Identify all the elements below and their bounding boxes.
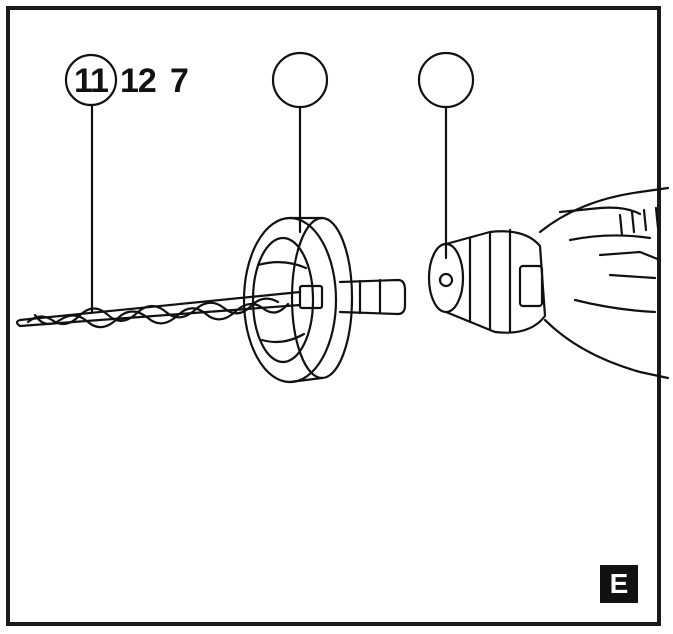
callout-label-7: 7 <box>170 62 189 100</box>
callout-circle-dust-cup <box>271 51 329 109</box>
callout-circle-chuck <box>417 51 475 109</box>
figure-frame <box>6 6 661 626</box>
figure-letter-badge: E <box>600 565 638 603</box>
callout-label-11: 11 <box>74 62 109 100</box>
drill-bit <box>15 284 324 329</box>
dust-cup <box>242 216 407 384</box>
hammer-drill <box>427 186 670 380</box>
callout-label-12: 12 <box>120 62 157 100</box>
